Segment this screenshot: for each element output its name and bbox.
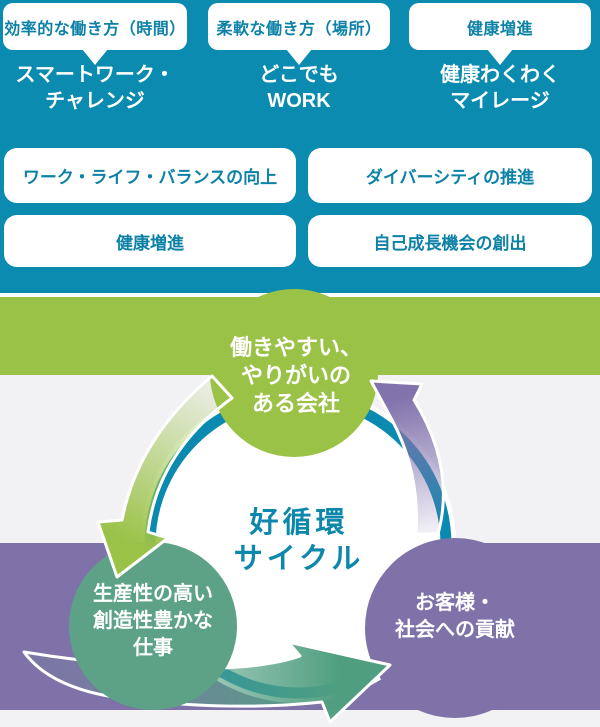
program-label-smartwork: スマートワーク・ チャレンジ bbox=[15, 64, 175, 112]
bubble-label: 柔軟な働き方（場所） bbox=[216, 20, 382, 38]
outcome-box-self-growth: 自己成長機会の創出 bbox=[308, 215, 592, 267]
bubble-tail bbox=[286, 49, 312, 65]
outcome-box-work-life-balance: ワーク・ライフ・バランスの向上 bbox=[4, 148, 296, 203]
outcome-box-health: 健康増進 bbox=[4, 215, 296, 267]
cycle-node-top-circle bbox=[210, 289, 378, 457]
cycle-top-label: 働きやすい、 やりがいの ある会社 bbox=[229, 335, 362, 416]
bubble-label: 健康増進 bbox=[466, 20, 533, 38]
cycle-node-left-circle bbox=[69, 542, 237, 710]
cycle-node-right-circle bbox=[365, 538, 545, 718]
arrow-top-to-left-icon bbox=[96, 374, 234, 579]
cycle-right-label: お客様・ 社会への貢献 bbox=[395, 592, 515, 641]
speech-bubble-place: 柔軟な働き方（場所） bbox=[208, 3, 390, 65]
speech-bubble-health: 健康増進 bbox=[409, 3, 591, 65]
bubble-tail bbox=[487, 49, 513, 65]
program-label-dokodemo-work: どこでも WORK bbox=[259, 64, 339, 112]
cycle-center-label: 好循環 サイクル bbox=[233, 507, 365, 575]
initiatives-section: 効率的な働き方（時間） 柔軟な働き方（場所） 健康増進 スマートワーク・ チャレ… bbox=[0, 0, 600, 293]
speech-bubble-time: 効率的な働き方（時間） bbox=[3, 3, 187, 65]
outcome-box-diversity: ダイバーシティの推進 bbox=[308, 148, 592, 203]
program-label-mileage: 健康わくわく マイレージ bbox=[440, 64, 560, 112]
cycle-diagram bbox=[22, 289, 545, 724]
arrow-right-to-top-icon bbox=[369, 379, 445, 536]
bubble-label: 効率的な働き方（時間） bbox=[4, 20, 186, 38]
cycle-left-label: 生産性の高い 創造性豊かな 仕事 bbox=[93, 583, 213, 659]
bubble-tail bbox=[82, 49, 108, 65]
